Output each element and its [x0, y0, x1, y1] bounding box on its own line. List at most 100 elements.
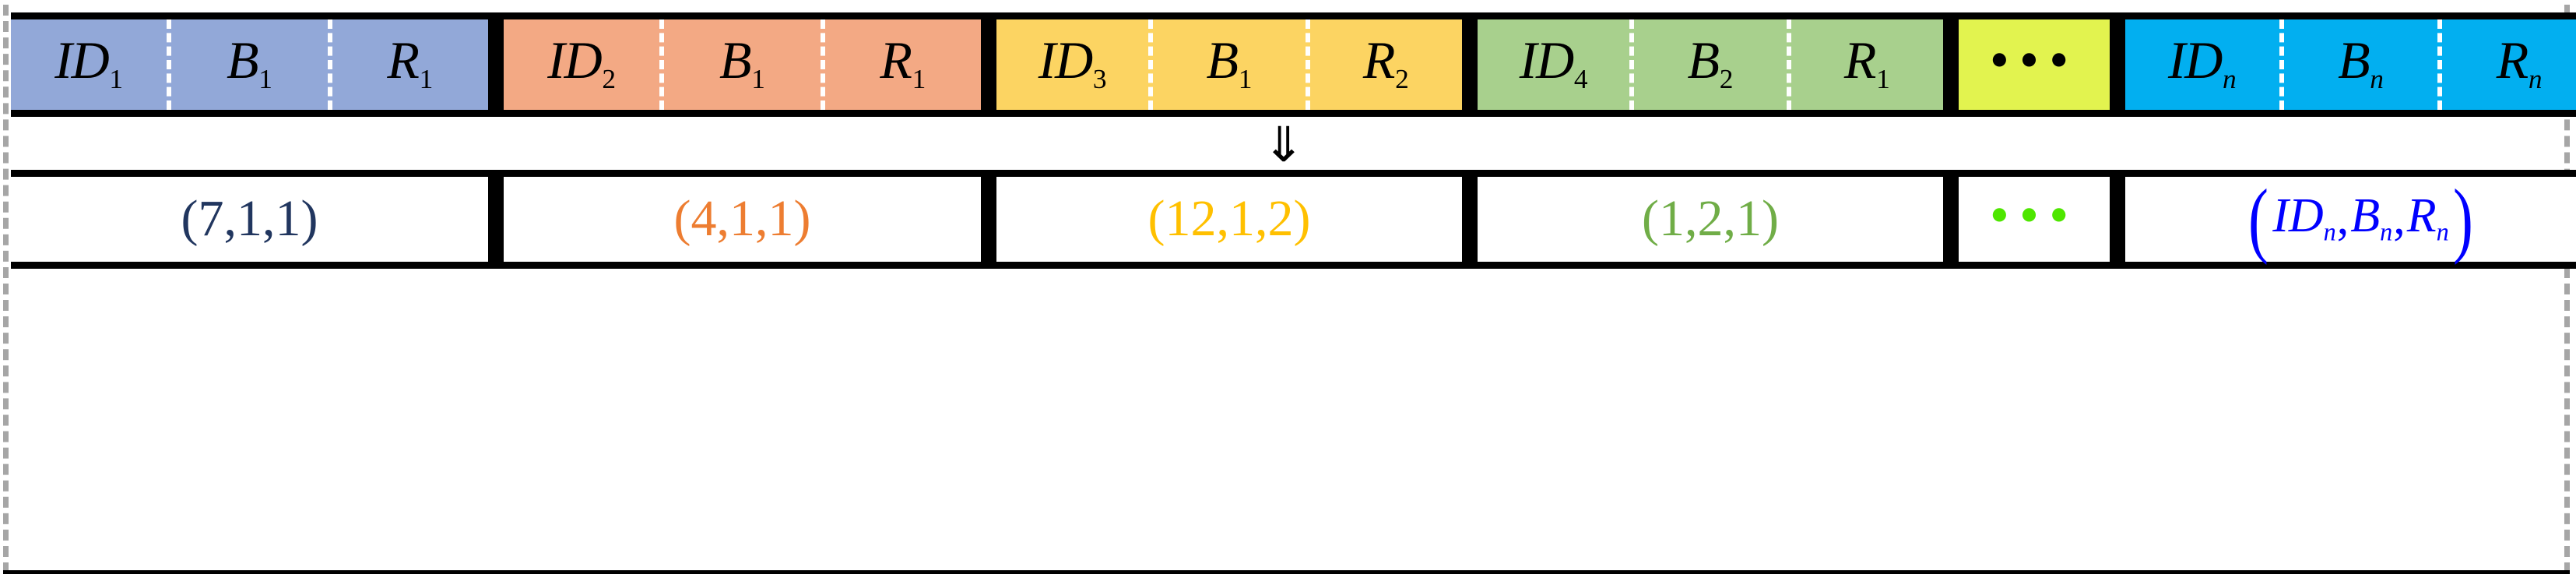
tuple-separator	[981, 170, 996, 269]
symbol-subscript: 1	[419, 62, 434, 94]
tuple-separator	[1462, 170, 1478, 269]
symbol-base: R	[1362, 30, 1396, 90]
symbol-subscript: 2	[1719, 62, 1734, 94]
block-3-cell-r: R2	[1305, 19, 1462, 110]
tuple-term-b: Bn	[2350, 192, 2392, 245]
symbol-base: B	[719, 30, 752, 90]
block-2-cell-r: R1	[820, 19, 981, 110]
symbol-id-3: ID3	[1038, 33, 1107, 93]
block-1-cell-b: B1	[167, 19, 327, 110]
symbol-id-2: ID2	[547, 33, 616, 93]
tuple-2-cell: (4,1,1)	[504, 170, 981, 269]
comma-2: ,	[2393, 191, 2406, 245]
tuple-n-text: (IDn,Bn,Rn)	[2244, 172, 2476, 266]
block-4-cell-b: B2	[1629, 19, 1786, 110]
block-4-cell-r: R1	[1786, 19, 1943, 110]
block-separator	[1943, 12, 1959, 117]
tuple-1-cell: (7,1,1)	[11, 170, 488, 269]
symbol-base: B	[1206, 30, 1239, 90]
symbol-subscript: 1	[258, 62, 272, 94]
transform-arrow-row: ⇓	[11, 117, 2565, 170]
symbol-id-n: IDn	[2168, 33, 2237, 93]
symbol-base: ID	[2167, 30, 2223, 90]
tuple-ellipsis-cell: •••	[1959, 170, 2110, 269]
symbol-subscript: 4	[1573, 62, 1588, 94]
block-separator	[981, 12, 996, 117]
symbol-base: B	[2338, 30, 2370, 90]
symbol-base: ID	[547, 30, 602, 90]
ellipsis-cell-bottom: •••	[1959, 187, 2110, 243]
tuple-term-r-base: R	[2406, 189, 2437, 242]
symbol-base: ID	[1519, 30, 1574, 90]
symbol-subscript: n	[2528, 62, 2543, 94]
block-n-cell-id: IDn	[2125, 19, 2279, 110]
block-separator	[1462, 12, 1478, 117]
symbol-base: R	[1843, 30, 1877, 90]
symbol-b-2: B2	[1688, 33, 1734, 93]
tuple-separator	[1943, 170, 1959, 269]
symbol-subscript: 1	[912, 62, 926, 94]
symbol-base: R	[2496, 30, 2529, 90]
symbol-subscript: 1	[751, 62, 765, 94]
tuple-3-text: (12,1,2)	[1147, 189, 1311, 247]
symbol-r-1: R1	[1844, 33, 1890, 93]
block-separator	[2110, 12, 2125, 117]
tuple-n-cell: (IDn,Bn,Rn)	[2125, 170, 2576, 269]
symbol-b-1: B1	[227, 33, 272, 93]
symbol-base: R	[387, 30, 420, 90]
symbol-subscript: 1	[109, 62, 124, 94]
block-4-cell-id: ID4	[1478, 19, 1629, 110]
symbol-b-1: B1	[1207, 33, 1253, 93]
block-2-cell-b: B1	[659, 19, 820, 110]
symbol-base: R	[880, 30, 912, 90]
block-n-cell-r: Rn	[2437, 19, 2576, 110]
tuple-separator	[2110, 170, 2125, 269]
symbol-subscript: 2	[1395, 62, 1409, 94]
symbol-id-4: ID4	[1520, 33, 1588, 93]
tuple-term-b-sub: n	[2380, 217, 2393, 246]
open-paren: (	[2248, 172, 2269, 266]
frame-bottom-rule	[3, 570, 2570, 574]
symbol-subscript: 1	[1238, 62, 1253, 94]
block-4: ID4 B2 R1	[1478, 12, 1943, 117]
symbol-r-2: R2	[1363, 33, 1409, 93]
ellipsis-icon: •••	[1989, 183, 2079, 246]
tuple-term-b-base: B	[2350, 189, 2381, 242]
tuple-separator	[488, 170, 504, 269]
ellipsis-icon: •••	[1989, 29, 2079, 91]
symbol-subscript: 2	[602, 62, 617, 94]
symbol-id-1: ID1	[54, 33, 123, 93]
block-2-cell-id: ID2	[504, 19, 659, 110]
double-down-arrow-icon: ⇓	[1262, 116, 1305, 173]
symbol-subscript: n	[2223, 62, 2237, 94]
symbol-subscript: 1	[1876, 62, 1890, 94]
tuple-2-text: (4,1,1)	[673, 189, 811, 247]
tuple-term-r: Rn	[2407, 192, 2449, 245]
symbol-r-1: R1	[880, 33, 926, 93]
block-3-cell-id: ID3	[996, 19, 1148, 110]
symbol-r-1: R1	[387, 33, 433, 93]
block-1-cell-r: R1	[327, 19, 488, 110]
tuple-3-cell: (12,1,2)	[996, 170, 1462, 269]
symbol-base: B	[1687, 30, 1720, 90]
tuple-4-cell: (1,2,1)	[1478, 170, 1943, 269]
bottom-row-tuples: (7,1,1) (4,1,1) (12,1,2) (1,2,1) ••• (IDn,Bn,…	[11, 170, 2576, 269]
symbol-base: ID	[1038, 30, 1093, 90]
tuple-1-text: (7,1,1)	[181, 189, 318, 247]
symbol-base: B	[227, 30, 259, 90]
symbol-base: ID	[54, 30, 109, 90]
block-ellipsis: •••	[1959, 12, 2110, 117]
symbol-subscript: n	[2370, 62, 2384, 94]
block-3-cell-b: B1	[1148, 19, 1305, 110]
tuple-term-id-base: ID	[2272, 189, 2324, 242]
block-3: ID3 B1 R2	[996, 12, 1462, 117]
symbol-b-1: B1	[719, 33, 765, 93]
block-1-cell-id: ID1	[11, 19, 167, 110]
tuple-term-id-sub: n	[2323, 217, 2336, 246]
symbol-r-n: Rn	[2497, 33, 2543, 93]
